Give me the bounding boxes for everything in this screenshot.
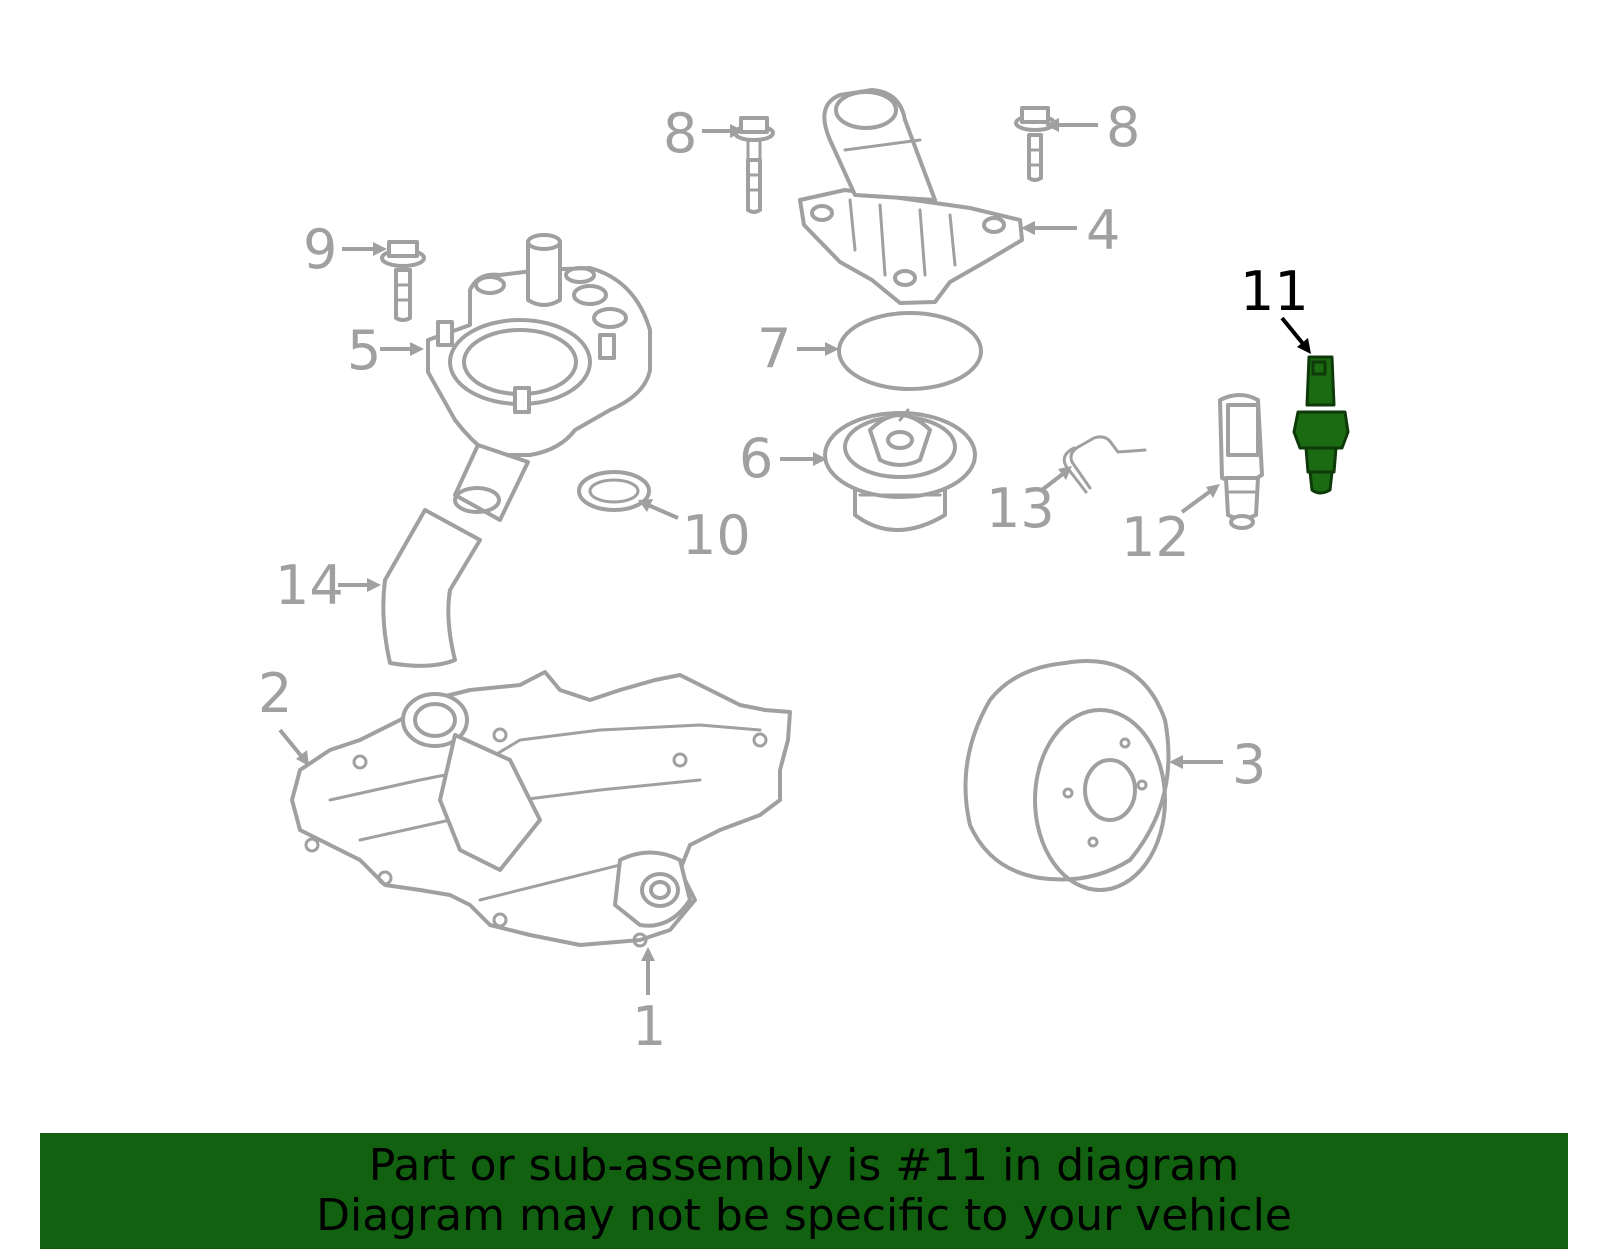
svg-text:1: 1 [632,995,666,1058]
part-10-gasket[interactable] [577,470,651,512]
svg-text:10: 10 [682,504,751,567]
part-13-clip[interactable] [1062,435,1147,494]
svg-text:8: 8 [1106,96,1140,159]
banner-line-2: Diagram may not be specific to your vehi… [316,1190,1292,1241]
part-14-hose[interactable] [381,508,482,668]
callout-8-right: 8 [1045,96,1140,159]
svg-text:9: 9 [303,218,337,281]
svg-text:7: 7 [757,317,791,380]
callout-13: 13 [986,466,1072,540]
callout-8-left: 8 [663,102,744,165]
part-11-sensor-highlighted[interactable] [1292,355,1350,495]
part-7-o-ring[interactable] [837,311,983,391]
callout-9: 9 [303,218,387,281]
svg-text:14: 14 [275,554,344,617]
part-4-thermostat-housing[interactable] [798,88,1024,305]
callout-1: 1 [632,947,666,1058]
part-8-bolt-right[interactable] [1014,106,1056,182]
callout-11: 11 [1240,260,1311,354]
part-5-coolant-housing[interactable] [426,233,652,522]
svg-text:3: 3 [1232,733,1266,796]
svg-text:8: 8 [663,102,697,165]
callout-7: 7 [757,317,839,380]
callout-3: 3 [1169,733,1266,796]
part-12-temp-sensor[interactable] [1218,393,1264,530]
part-9-bolt[interactable] [380,240,426,322]
banner-line-1: Part or sub-assembly is #11 in diagram [368,1140,1240,1191]
callout-4: 4 [1021,199,1120,262]
part-info-banner: Part or sub-assembly is #11 in diagram D… [40,1133,1568,1249]
svg-text:5: 5 [347,319,381,382]
svg-text:4: 4 [1086,199,1120,262]
callout-14: 14 [275,554,381,617]
callout-12: 12 [1121,484,1220,569]
svg-text:2: 2 [258,662,292,725]
callout-6: 6 [739,427,827,490]
callout-2: 2 [258,662,309,766]
callout-10: 10 [638,499,751,567]
part-3-pulley[interactable] [963,658,1171,892]
callout-5: 5 [347,319,424,382]
part-6-thermostat[interactable] [823,408,977,532]
svg-text:12: 12 [1121,506,1190,569]
part-2-housing[interactable] [290,670,792,948]
svg-text:11: 11 [1240,260,1309,323]
svg-text:6: 6 [739,427,773,490]
